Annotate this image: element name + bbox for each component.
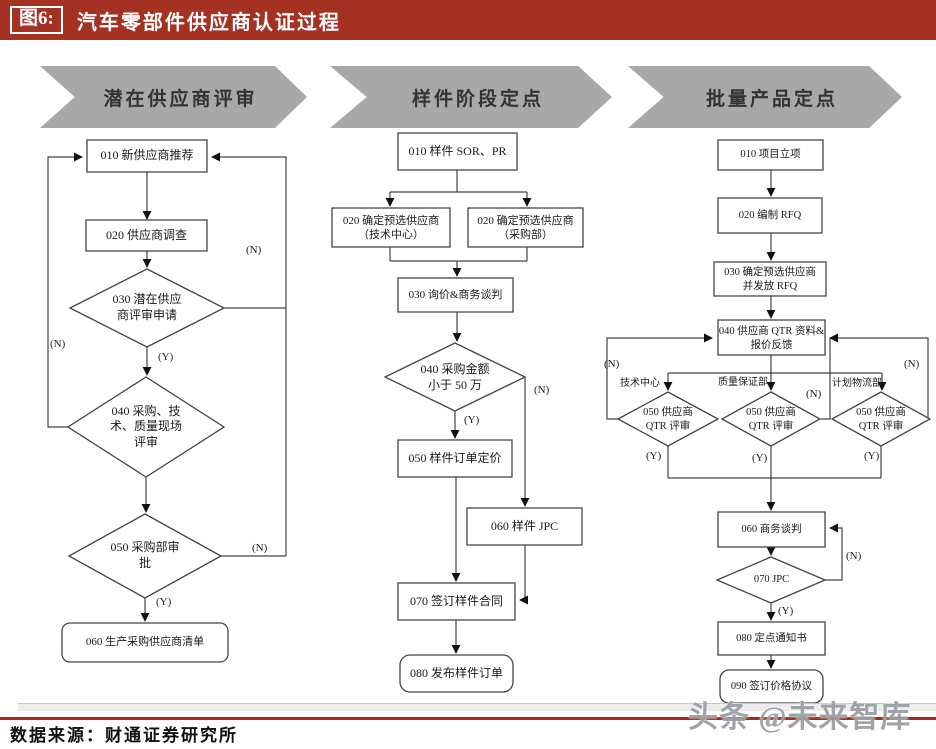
decision-diamond	[68, 268, 226, 348]
node-box	[86, 139, 208, 173]
node-supplier-qtr-review-quality: 050 供应商 QTR 评审	[746, 407, 796, 432]
node-box	[717, 511, 826, 548]
node-potential-supplier-review-application: 030 潜在供应 商评审申请	[112, 292, 182, 322]
node-preselect-supplier-tech-center: 020 确定预选供应商 （技术中心）	[342, 214, 440, 241]
branch-label-yes: (Y)	[646, 450, 662, 462]
node-production-supplier-list: 060 生产采购供应商清单	[85, 636, 205, 649]
branch-label-yes: (Y)	[778, 605, 794, 617]
banner-label: 样件阶段定点	[411, 88, 544, 110]
node-sample-jpc: 060 样件 JPC	[490, 518, 559, 533]
figure-title: 汽车零部件供应商认证过程	[76, 11, 341, 34]
node-box	[397, 132, 518, 171]
node-preselect-supplier-purchasing: 020 确定预选供应商 （采购部）	[477, 214, 574, 241]
stage-banner-potential-supplier-review: 潜在供应商评审	[40, 66, 307, 128]
node-sign-price-agreement: 090 签订价格协议	[730, 680, 813, 692]
node-box	[397, 277, 514, 313]
node-box	[713, 261, 827, 297]
decision-diamond	[830, 391, 932, 447]
branch-label-no: (N)	[50, 338, 66, 350]
node-jpc: 070 JPC	[753, 574, 790, 586]
node-box	[717, 197, 823, 234]
branch-label-no: (N)	[904, 358, 920, 370]
watermark-toutiao: 头条 @未来智库	[688, 701, 912, 734]
node-sample-sor-pr: 010 样件 SOR、PR	[408, 143, 507, 158]
branch-label-no: (N)	[534, 384, 550, 396]
node-box	[397, 439, 513, 478]
node-preselect-and-issue-rfq: 030 确定预选供应商 并发放 RFQ	[724, 267, 816, 292]
node-project-initiation: 010 项目立项	[740, 149, 801, 161]
branch-label-yes: (Y)	[752, 452, 768, 464]
footer-red-rule	[0, 717, 936, 720]
terminator-box	[61, 622, 229, 663]
branch-label-no: (N)	[846, 550, 862, 562]
node-box	[85, 219, 208, 252]
figure-title-bar: 图6: 汽车零部件供应商认证过程	[0, 0, 936, 40]
dept-label-tech-center: 技术中心	[620, 378, 660, 389]
decision-diamond	[66, 376, 226, 478]
terminator-box	[399, 654, 514, 693]
branch-label-yes: (Y)	[156, 596, 172, 608]
decision-diamond	[616, 391, 720, 447]
flow-connectors	[47, 152, 930, 669]
dept-label-planning-logistics: 计划物流部	[832, 378, 882, 389]
branch-label-no: (N)	[604, 358, 620, 370]
branch-label-yes: (Y)	[464, 414, 480, 426]
node-box	[717, 319, 826, 356]
node-sample-order-pricing: 050 样件订单定价	[408, 450, 502, 465]
stage-banner-batch-product: 批量产品定点	[628, 66, 902, 128]
node-prepare-rfq: 020 编制 RFQ	[738, 209, 802, 221]
node-nomination-letter: 080 定点通知书	[736, 632, 807, 644]
decision-diamond	[67, 513, 223, 599]
stage-banner-sample-stage: 样件阶段定点	[330, 66, 612, 128]
node-box	[717, 139, 824, 171]
flow-node-shapes	[61, 132, 932, 704]
node-sign-sample-contract: 070 签订样件合同	[409, 593, 503, 608]
node-box	[467, 207, 584, 248]
decision-diamond	[383, 342, 527, 412]
node-release-sample-order: 080 发布样件订单	[409, 665, 503, 680]
banner-label: 潜在供应商评审	[103, 88, 258, 110]
branch-label-yes: (Y)	[158, 351, 174, 363]
dept-label-quality-assurance: 质量保证部	[718, 377, 768, 388]
node-onsite-review: 040 采购、技 术、质量现场 评审	[109, 403, 182, 449]
branch-label-no: (N)	[252, 542, 268, 554]
node-inquiry-negotiation: 030 询价&商务谈判	[408, 288, 503, 301]
branch-label-no: (N)	[806, 388, 822, 400]
node-supplier-qtr-data-quote-feedback: 040 供应商 QTR 资料& 报价反馈	[718, 325, 825, 351]
node-supplier-qtr-review-logistics: 050 供应商 QTR 评审	[856, 407, 906, 432]
branch-label-no: (N)	[246, 244, 262, 256]
node-supplier-qtr-review-tech: 050 供应商 QTR 评审	[643, 407, 693, 432]
node-box	[466, 507, 583, 546]
node-new-supplier-recommendation: 010 新供应商推荐	[100, 148, 194, 163]
node-supplier-survey: 020 供应商调查	[105, 227, 187, 242]
figure-number-badge: 图6:	[10, 6, 63, 34]
node-box	[331, 207, 451, 248]
node-business-negotiation: 060 商务谈判	[741, 523, 802, 535]
data-source-note: 数据来源：财通证券研究所	[10, 726, 238, 745]
node-box	[717, 621, 826, 656]
node-amount-under-500k: 040 采购金额 小于 50 万	[420, 362, 490, 392]
node-box	[397, 582, 516, 621]
banner-label: 批量产品定点	[705, 88, 838, 110]
footer-divider-bar	[18, 703, 936, 711]
branch-label-yes: (Y)	[864, 450, 880, 462]
decision-diamond	[720, 391, 822, 447]
decision-diamond	[715, 556, 827, 604]
node-purchasing-dept-approval: 050 采购部审 批	[110, 540, 180, 570]
